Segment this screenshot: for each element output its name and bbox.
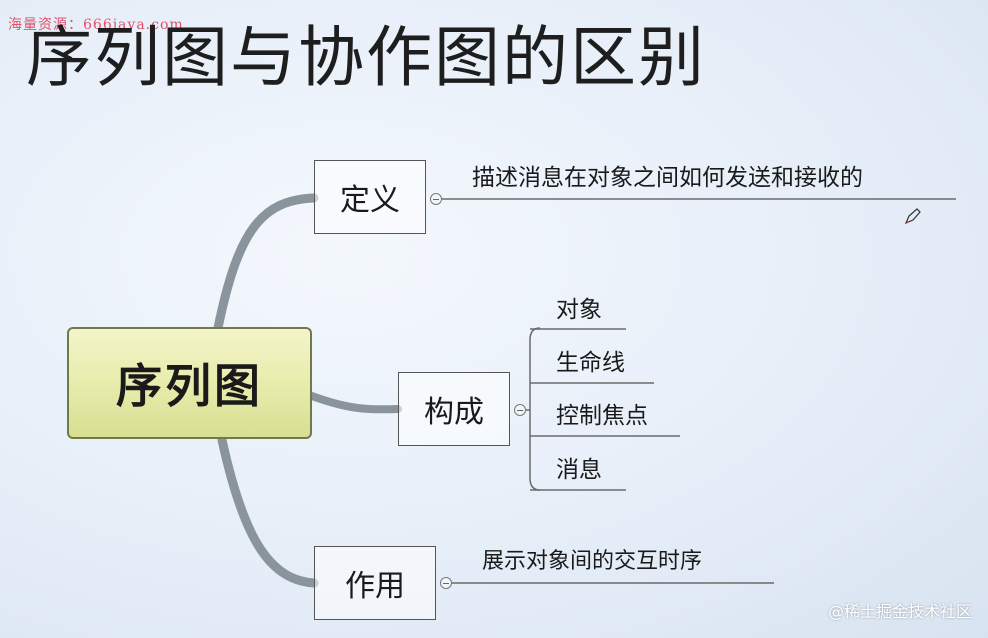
purpose-detail: 展示对象间的交互时序 [482,549,703,574]
collapse-composition-icon[interactable] [514,404,526,416]
watermark-bottom: @稀土掘金技术社区 [827,602,972,621]
connector-root-definition [213,193,319,333]
node-composition[interactable]: 构成 [398,372,510,446]
composition-item-4: 消息 [556,457,602,483]
collapse-purpose-icon[interactable] [440,577,452,589]
connector-root-composition [308,392,402,414]
node-purpose[interactable]: 作用 [314,546,436,620]
pen-cursor-icon [904,208,921,225]
composition-item-3: 控制焦点 [556,403,648,429]
definition-detail: 描述消息在对象之间如何发送和接收的 [472,165,863,191]
collapse-definition-icon[interactable] [430,193,442,205]
connector-root-purpose [217,435,319,588]
composition-item-1: 对象 [556,297,602,323]
root-node[interactable]: 序列图 [67,327,312,439]
connector-composition-bracket [529,327,541,491]
node-definition[interactable]: 定义 [314,160,426,234]
watermark-top: 海量资源：666java.com [8,17,184,33]
page-title: 序列图与协作图的区别 [26,19,706,96]
composition-item-2: 生命线 [556,350,625,376]
